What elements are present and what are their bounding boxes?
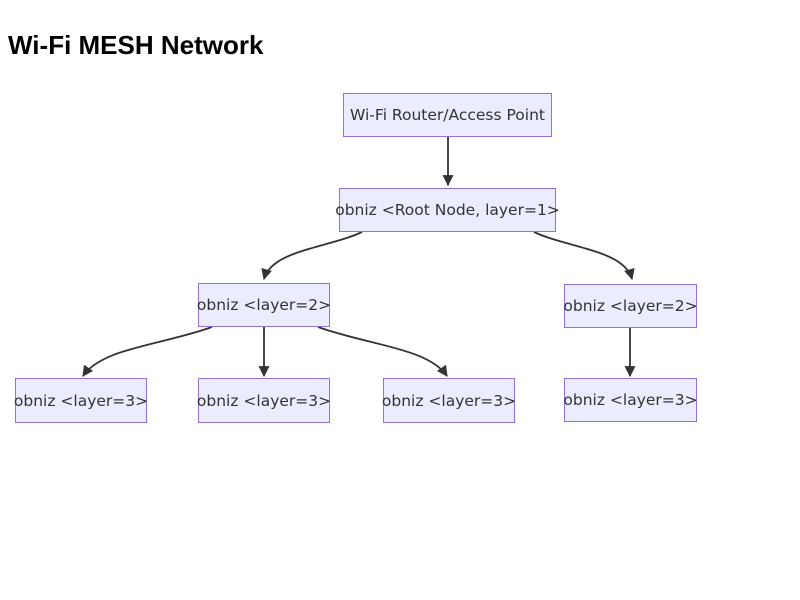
node-layer2-left: obniz <layer=2> bbox=[196, 283, 332, 327]
edge-root-to-layer2-right bbox=[533, 231, 635, 281]
edge-root-to-layer2-left bbox=[261, 231, 363, 281]
node-layer3-2: obniz <layer=3> bbox=[196, 378, 332, 423]
node-wifi-router-access-point: Wi-Fi Router/Access Point bbox=[343, 93, 552, 137]
node-layer3-1: obniz <layer=3> bbox=[13, 378, 149, 423]
node-label: obniz <layer=2> bbox=[563, 297, 698, 315]
node-label: obniz <layer=3> bbox=[13, 391, 149, 410]
node-label: obniz <Root Node, layer=1> bbox=[335, 201, 560, 219]
node-label: obniz <layer=3> bbox=[196, 391, 332, 410]
edge-layer2-left-to-layer3-1 bbox=[82, 326, 213, 377]
node-label: Wi-Fi Router/Access Point bbox=[350, 106, 545, 124]
node-label: obniz <layer=3> bbox=[381, 391, 517, 410]
node-root-layer1: obniz <Root Node, layer=1> bbox=[335, 188, 560, 232]
edge-layer2-left-to-layer3-3 bbox=[317, 326, 448, 377]
node-label: obniz <layer=3> bbox=[563, 391, 698, 409]
node-layer3-4: obniz <layer=3> bbox=[563, 378, 698, 422]
node-layer3-3: obniz <layer=3> bbox=[381, 378, 517, 423]
node-layer2-right: obniz <layer=2> bbox=[563, 284, 698, 328]
diagram-title: Wi-Fi MESH Network bbox=[8, 30, 264, 60]
node-label: obniz <layer=2> bbox=[196, 296, 332, 314]
